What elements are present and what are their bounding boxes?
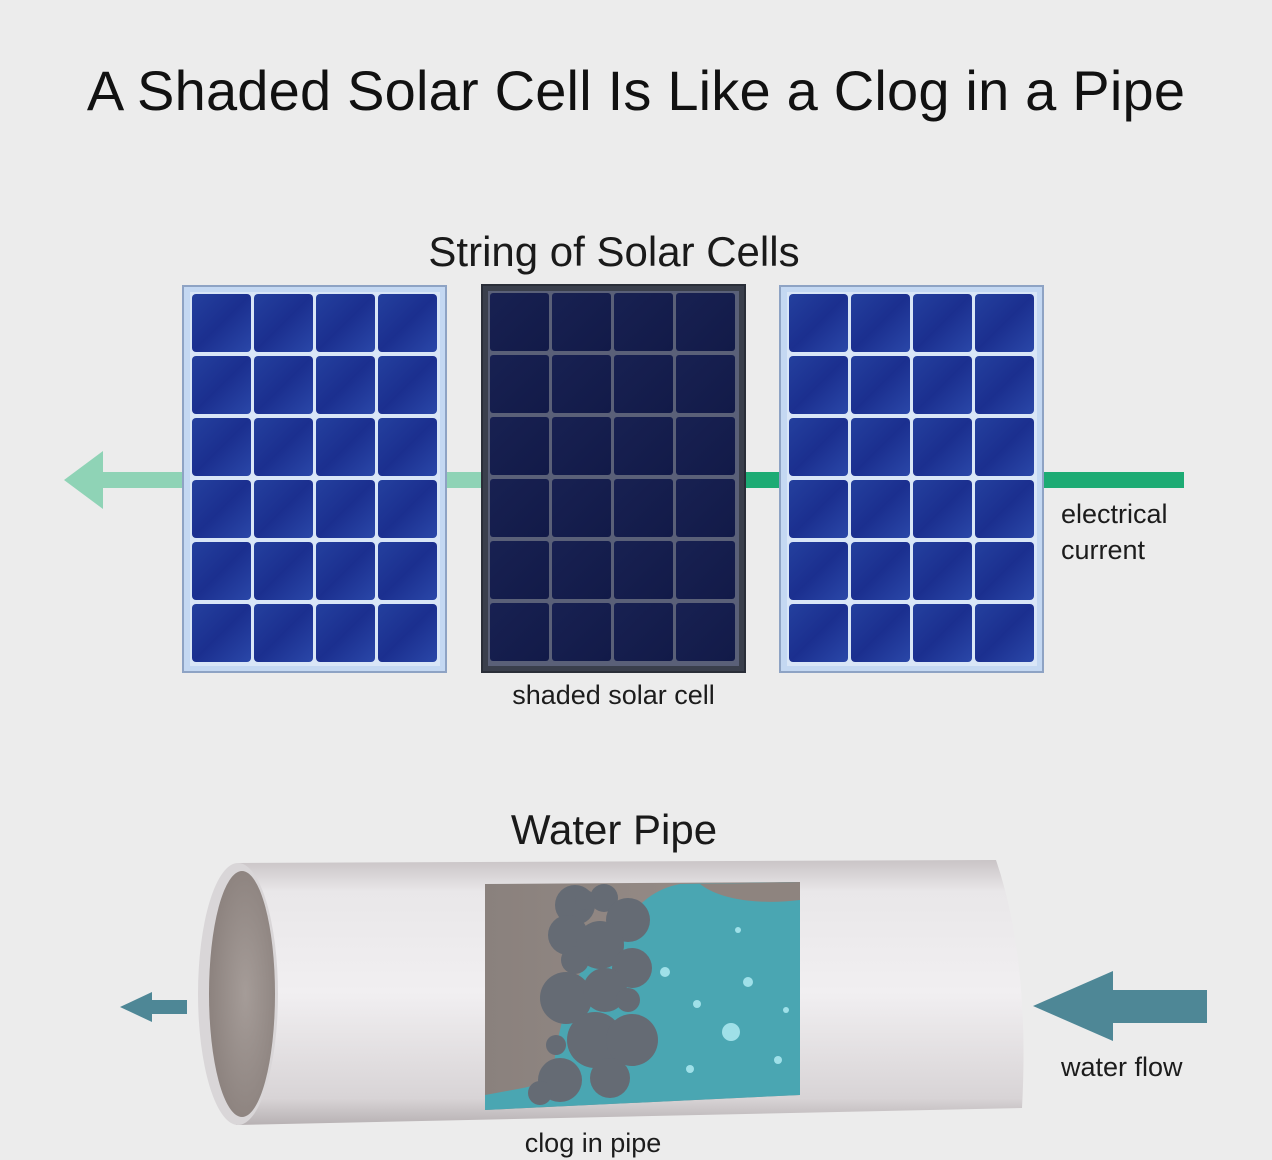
current-segment-weak-left [100,472,190,488]
solar-panel-1 [182,285,447,673]
shaded-cell-label: shaded solar cell [512,680,715,710]
water-flow-label: water flow [1061,1052,1183,1082]
clog [528,884,658,1105]
solar-panel-3 [779,285,1044,673]
pipe-cutaway-window [485,882,800,1110]
current-label-line1: electrical [1061,499,1168,529]
water-fill [485,882,800,1110]
clog-label: clog in pipe [524,1128,662,1158]
solar-section-heading: String of Solar Cells [428,228,800,275]
current-line [64,451,1184,509]
arrow-left-icon [64,451,103,509]
current-segment-strong-middle [740,472,786,488]
current-label-line2: current [1061,535,1146,565]
current-segment-weak-middle [440,472,486,488]
water-bubbles [660,927,789,1073]
pipe-section-heading: Water Pipe [510,806,718,853]
water-pipe [198,860,1024,1125]
arrow-left-icon [120,992,187,1022]
current-segment-strong-right [1038,472,1184,488]
current-label: electrical current [1061,496,1168,568]
arrow-left-icon [1033,971,1207,1041]
solar-panel-2-shaded [481,284,746,673]
page-title: A Shaded Solar Cell Is Like a Clog in a … [86,59,1186,122]
panel-grid-bg [190,292,440,666]
pipe-opening [209,871,275,1117]
